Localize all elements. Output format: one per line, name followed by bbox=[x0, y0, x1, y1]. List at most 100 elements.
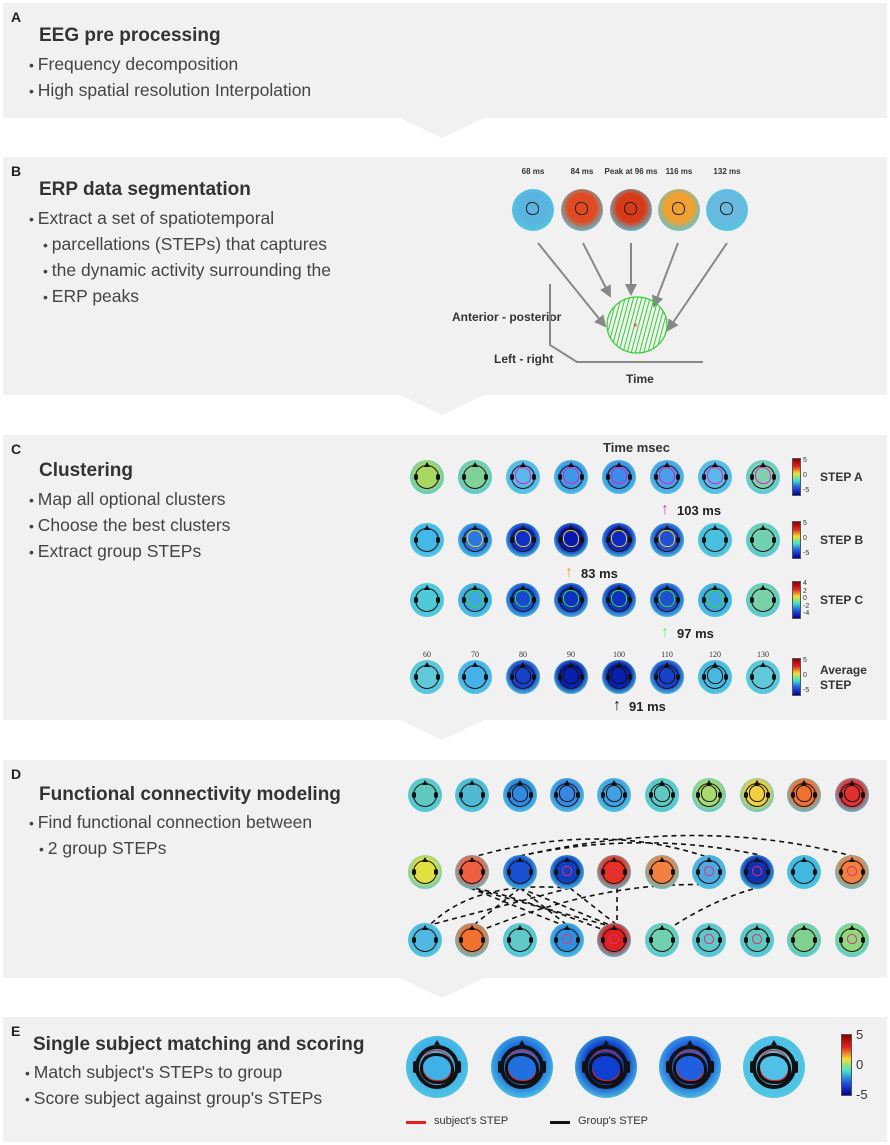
head-nose bbox=[424, 462, 430, 468]
topoplot-head bbox=[455, 855, 489, 889]
topoplot-head bbox=[835, 778, 869, 812]
head-nose bbox=[849, 925, 855, 931]
topoplot-head bbox=[554, 523, 588, 557]
colorbar-tick: -5 bbox=[803, 687, 810, 694]
topoplot-head bbox=[458, 460, 492, 494]
head-ear bbox=[434, 868, 439, 876]
bullet: Match subject's STEPs to group bbox=[25, 1060, 322, 1086]
topoplot-head bbox=[746, 660, 780, 694]
head-ear bbox=[532, 673, 537, 681]
head-ear bbox=[481, 936, 486, 944]
head-ear bbox=[813, 936, 818, 944]
step-contour bbox=[751, 933, 762, 945]
panel-c: C Clustering Map all optional clusters C… bbox=[3, 435, 887, 720]
step-contour bbox=[514, 467, 532, 485]
bullet-list: Find functional connection between 2 gro… bbox=[29, 810, 312, 862]
head-ear bbox=[413, 673, 418, 681]
topoplot-head bbox=[458, 660, 492, 694]
head-ear bbox=[436, 673, 441, 681]
head-nose bbox=[760, 462, 766, 468]
head-nose bbox=[664, 662, 670, 668]
bullet-list: Map all optional clusters Choose the bes… bbox=[29, 487, 231, 565]
head-ear bbox=[506, 791, 511, 799]
panel-title: ERP data segmentation bbox=[39, 179, 251, 200]
step-contour bbox=[605, 785, 623, 803]
topoplot-head bbox=[503, 778, 537, 812]
head-nose bbox=[616, 462, 622, 468]
topoplot-head bbox=[645, 778, 679, 812]
step-contour bbox=[608, 933, 619, 945]
bullet-list: Frequency decomposition High spatial res… bbox=[29, 52, 311, 104]
head-ear bbox=[532, 473, 537, 481]
head-ear bbox=[676, 596, 681, 604]
head-nose bbox=[564, 780, 570, 786]
topoplot-head bbox=[692, 778, 726, 812]
bullet: High spatial resolution Interpolation bbox=[29, 78, 311, 104]
head-ear bbox=[628, 536, 633, 544]
step-contour bbox=[658, 590, 676, 608]
head-nose bbox=[472, 525, 478, 531]
topoplot-head bbox=[692, 855, 726, 889]
head-ear bbox=[794, 1060, 799, 1074]
head-nose bbox=[754, 857, 760, 863]
colorbar-tick: -2 bbox=[803, 602, 810, 610]
head-nose bbox=[568, 585, 574, 591]
legend-label: Group's STEP bbox=[578, 1115, 648, 1127]
head-nose bbox=[849, 857, 855, 863]
bullet: Extract a set of spatiotemporal bbox=[29, 206, 331, 232]
step-contour bbox=[658, 530, 676, 548]
head-nose bbox=[520, 525, 526, 531]
topoplot-head bbox=[408, 923, 442, 957]
topoplot-head bbox=[706, 189, 748, 231]
head-nose bbox=[520, 462, 526, 468]
topoplot-head bbox=[602, 660, 636, 694]
colorbar-tick: -5 bbox=[803, 487, 810, 494]
head-ear bbox=[509, 473, 514, 481]
topoplot-head bbox=[610, 189, 652, 231]
head-ear bbox=[576, 936, 581, 944]
panel-title: Single subject matching and scoring bbox=[33, 1034, 365, 1055]
panel-letter: B bbox=[11, 163, 22, 179]
topoplot-head bbox=[658, 189, 700, 231]
colorbar bbox=[841, 1034, 852, 1096]
step-contour bbox=[751, 865, 762, 877]
head-ear bbox=[484, 536, 489, 544]
step-contour bbox=[703, 933, 714, 945]
head-ear bbox=[743, 791, 748, 799]
head-ear bbox=[481, 868, 486, 876]
head-ear bbox=[553, 868, 558, 876]
head-ear bbox=[557, 596, 562, 604]
head-ear bbox=[557, 536, 562, 544]
head-ear bbox=[600, 868, 605, 876]
topoplot-head bbox=[406, 1036, 468, 1098]
axis-label-time: Time bbox=[626, 372, 654, 386]
step-contour bbox=[466, 530, 484, 548]
topoplot-head bbox=[787, 923, 821, 957]
head-nose bbox=[659, 857, 665, 863]
head-ear bbox=[413, 536, 418, 544]
head-ear bbox=[724, 536, 729, 544]
head-ear bbox=[436, 596, 441, 604]
head-nose bbox=[712, 525, 718, 531]
head-nose bbox=[760, 525, 766, 531]
step-contour bbox=[795, 785, 813, 803]
head-ear bbox=[701, 536, 706, 544]
step-contour bbox=[624, 202, 637, 216]
head-ear bbox=[766, 791, 771, 799]
head-ear bbox=[623, 791, 628, 799]
panel-title: Functional connectivity modeling bbox=[39, 784, 341, 805]
topoplot-head bbox=[787, 778, 821, 812]
topoplot-head bbox=[550, 923, 584, 957]
head-ear bbox=[413, 473, 418, 481]
head-ear bbox=[749, 673, 754, 681]
head-nose bbox=[754, 780, 760, 786]
topoplot-head bbox=[410, 660, 444, 694]
step-contour bbox=[526, 202, 539, 216]
head-ear bbox=[458, 791, 463, 799]
step-contour bbox=[561, 865, 572, 877]
head-nose bbox=[424, 662, 430, 668]
head-ear bbox=[461, 536, 466, 544]
legend-label: subject's STEP bbox=[434, 1115, 509, 1127]
colorbar-tick: -5 bbox=[856, 1087, 868, 1102]
flow-chevron bbox=[400, 720, 484, 740]
